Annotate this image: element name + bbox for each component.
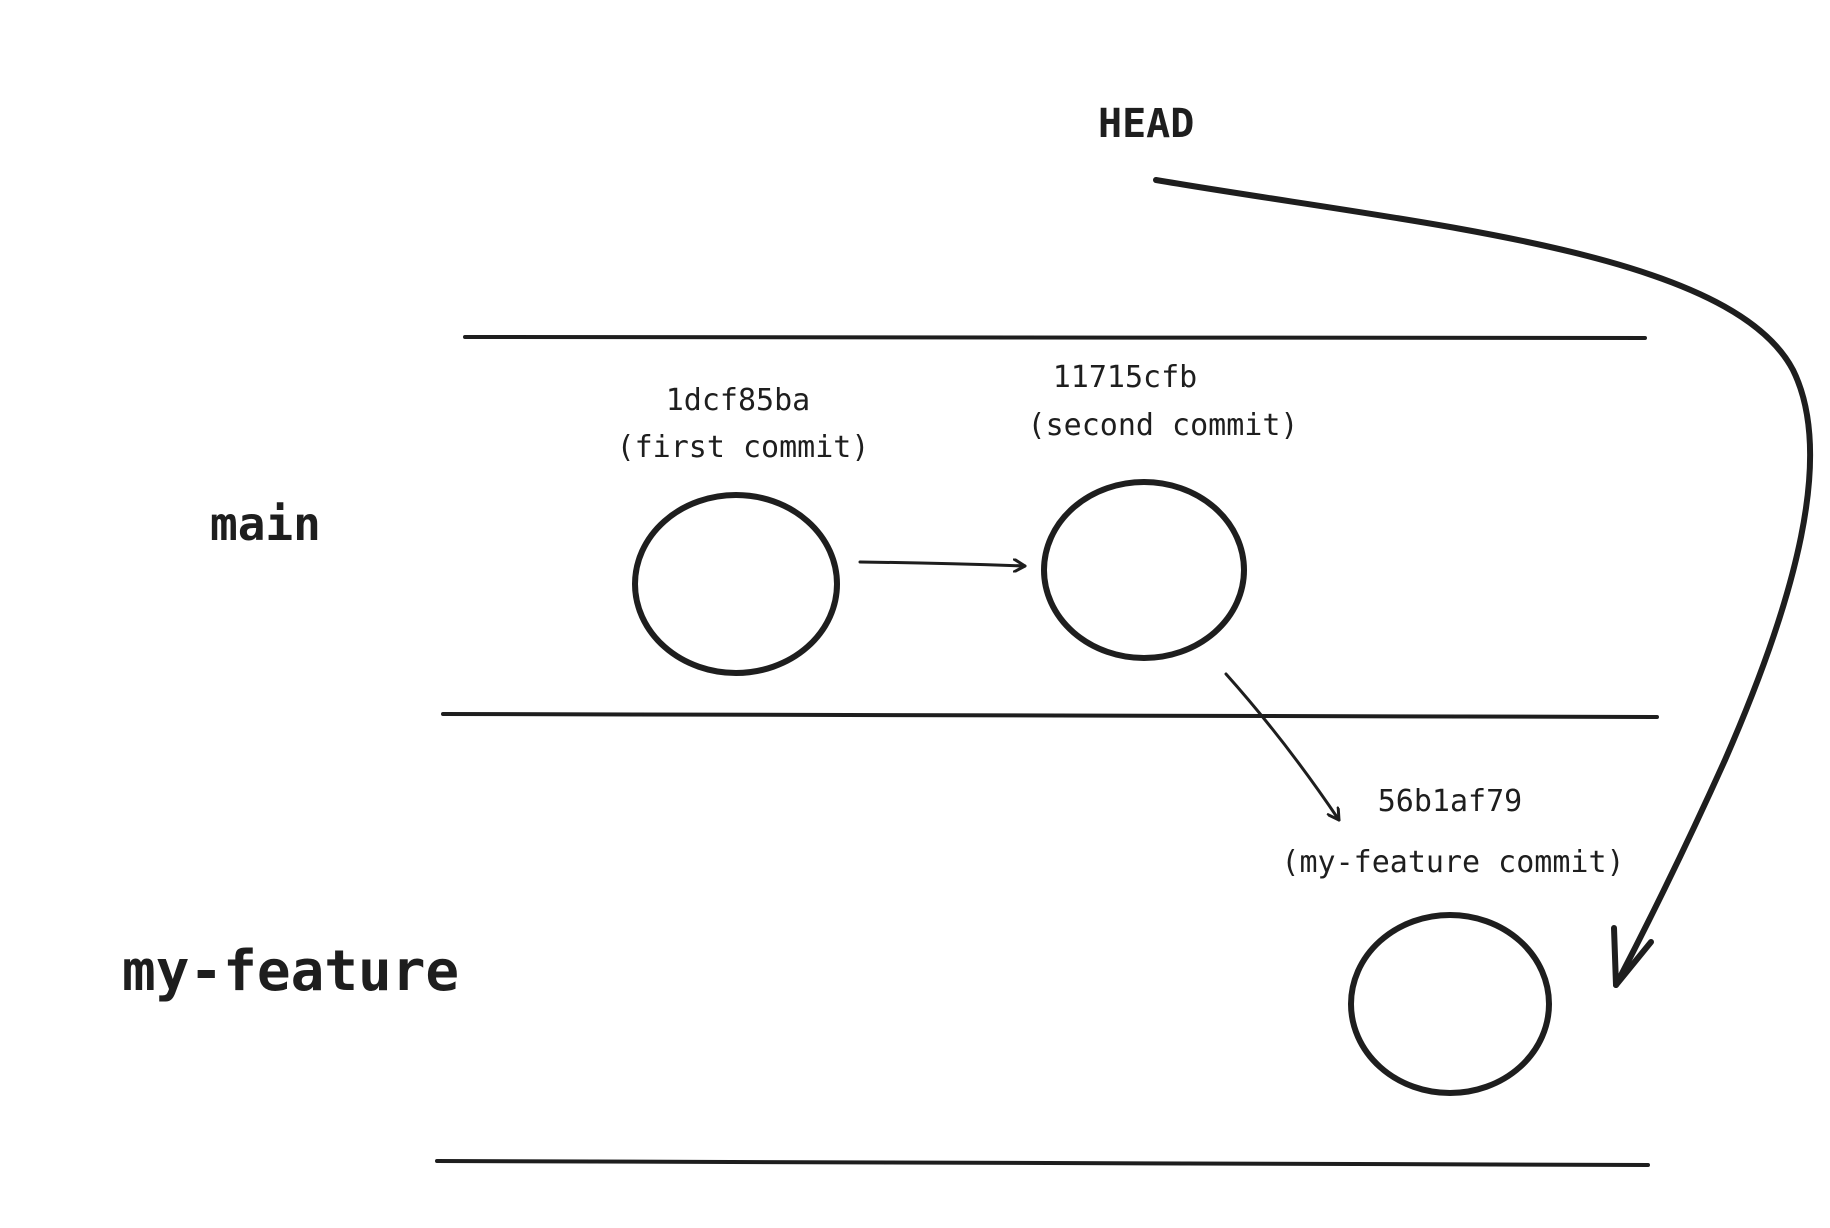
lane-label-my-feature: my-feature [122,939,459,1004]
commit-message-first: (first commit) [617,430,870,465]
head-pointer-curve [1153,177,1814,988]
commit-message-feature: (my-feature commit) [1281,845,1624,880]
lane-divider-bottom [435,1159,1650,1167]
arrow-second-to-feature [1224,672,1341,822]
commit-message-second: (second commit) [1028,408,1299,443]
commit-node-feature [1348,912,1552,1096]
lane-divider-middle [441,712,1659,719]
commit-node-second [1041,479,1247,661]
commit-hash-second: 11715cfb [1053,360,1198,395]
arrow-first-to-second [858,562,1027,566]
lane-label-main: main [210,497,321,551]
lane-divider-top [463,334,1647,340]
commit-hash-feature: 56b1af79 [1378,784,1523,819]
commit-hash-first: 1dcf85ba [666,383,811,418]
head-pointer-arrowhead [1611,925,1654,988]
commit-node-first [632,492,840,676]
head-label: HEAD [1098,101,1194,147]
